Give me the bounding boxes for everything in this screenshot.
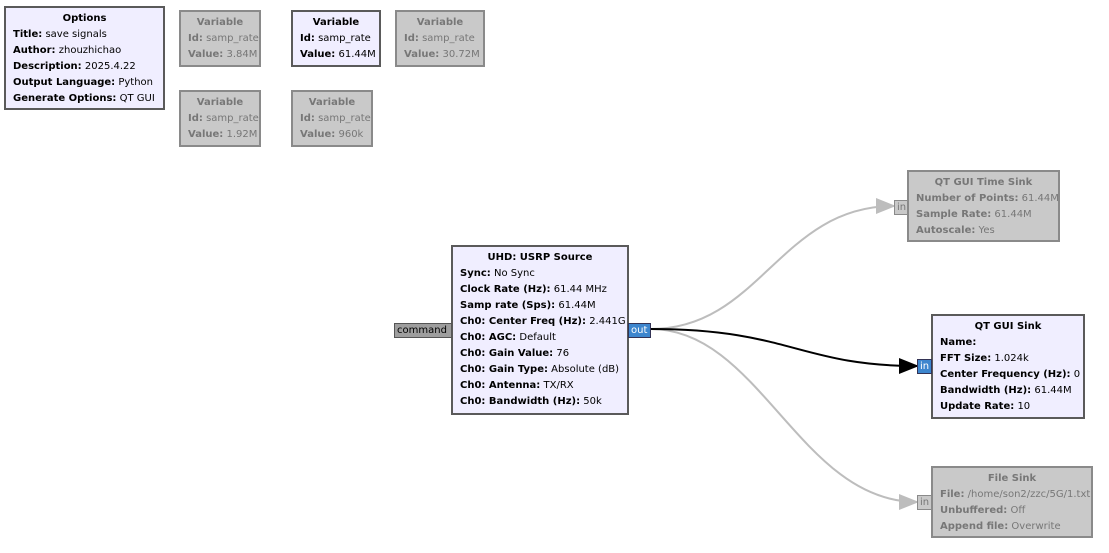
wire-usrp-to-time-sink [650, 198, 896, 330]
option-row-generate: Generate Options: QT GUI [13, 93, 155, 104]
gui-sink-row-bandwidth: Bandwidth (Hz): 61.44M [940, 385, 1072, 396]
gui-sink-row-update-rate: Update Rate: 10 [940, 401, 1031, 412]
variable-id-row: Id: samp_rate [188, 113, 259, 124]
gui-sink-row-fft-size: FFT Size: 1.024k [940, 353, 1029, 364]
usrp-command-port[interactable]: command [394, 323, 452, 338]
gui-sink-in-port[interactable]: in [917, 359, 932, 374]
block-title: Variable [196, 97, 244, 108]
variable-block-61.44M[interactable]: Variable Id: samp_rate Value: 61.44M [291, 10, 381, 67]
usrp-row-samp-rate: Samp rate (Sps): 61.44M [460, 300, 596, 311]
gui-sink-row-name: Name: [940, 337, 977, 348]
variable-value-row: Value: 61.44M [300, 49, 376, 60]
time-sink-row-sample-rate: Sample Rate: 61.44M [916, 209, 1032, 220]
block-title: QT GUI Time Sink [934, 177, 1033, 188]
block-title: Variable [196, 17, 244, 28]
block-title: UHD: USRP Source [487, 252, 593, 263]
usrp-row-sync: Sync: No Sync [460, 268, 535, 279]
file-sink-in-port[interactable]: in [917, 495, 932, 510]
usrp-row-gain-value: Ch0: Gain Value: 76 [460, 348, 570, 359]
variable-block-30.72M[interactable]: Variable Id: samp_rate Value: 30.72M [395, 10, 485, 67]
wire-usrp-to-gui-sink [650, 328, 919, 374]
block-title: Variable [416, 17, 464, 28]
usrp-out-port[interactable]: out [628, 323, 651, 338]
usrp-row-antenna: Ch0: Antenna: TX/RX [460, 380, 574, 391]
block-title: QT GUI Sink [974, 321, 1042, 332]
time-sink-row-points: Number of Points: 61.44M [916, 193, 1059, 204]
usrp-row-agc: Ch0: AGC: Default [460, 332, 556, 343]
file-sink-block[interactable]: File Sink File: /home/son2/zzc/5G/1.txt … [931, 466, 1093, 538]
block-title: Options [62, 13, 107, 24]
block-title: Variable [308, 97, 356, 108]
variable-value-row: Value: 30.72M [404, 49, 480, 60]
usrp-row-clock-rate: Clock Rate (Hz): 61.44 MHz [460, 284, 607, 295]
time-sink-row-autoscale: Autoscale: Yes [916, 225, 995, 236]
option-row-title: Title: save signals [13, 29, 107, 40]
variable-id-row: Id: samp_rate [300, 33, 371, 44]
usrp-source-block[interactable]: UHD: USRP Source Sync: No Sync Clock Rat… [451, 245, 629, 415]
variable-id-row: Id: samp_rate [404, 33, 475, 44]
option-row-description: Description: 2025.4.22 [13, 61, 136, 72]
variable-id-row: Id: samp_rate [188, 33, 259, 44]
variable-value-row: Value: 960k [300, 129, 364, 140]
file-sink-row-file: File: /home/son2/zzc/5G/1.txt [940, 489, 1091, 500]
file-sink-row-append: Append file: Overwrite [940, 521, 1061, 532]
option-row-language: Output Language: Python [13, 77, 154, 88]
options-block[interactable]: Options Title: save signals Author: zhou… [4, 6, 165, 110]
wire-usrp-to-file-sink [650, 328, 919, 510]
gui-sink-row-center-freq: Center Frequency (Hz): 0 [940, 369, 1081, 380]
qt-gui-sink-block[interactable]: QT GUI Sink Name: FFT Size: 1.024k Cente… [931, 314, 1085, 419]
variable-block-960k[interactable]: Variable Id: samp_rate Value: 960k [291, 90, 373, 147]
variable-block-1.92M[interactable]: Variable Id: samp_rate Value: 1.92M [179, 90, 261, 147]
variable-block-3.84M[interactable]: Variable Id: samp_rate Value: 3.84M [179, 10, 261, 67]
usrp-row-center-freq: Ch0: Center Freq (Hz): 2.441G [460, 316, 626, 327]
usrp-row-bandwidth: Ch0: Bandwidth (Hz): 50k [460, 396, 602, 407]
time-sink-in-port[interactable]: in [894, 200, 908, 215]
qt-gui-time-sink-block[interactable]: QT GUI Time Sink Number of Points: 61.44… [907, 170, 1060, 242]
block-title: File Sink [987, 473, 1037, 484]
usrp-row-gain-type: Ch0: Gain Type: Absolute (dB) [460, 364, 620, 375]
file-sink-row-unbuffered: Unbuffered: Off [940, 505, 1026, 516]
variable-id-row: Id: samp_rate [300, 113, 371, 124]
variable-value-row: Value: 3.84M [188, 49, 258, 60]
option-row-author: Author: zhouzhichao [13, 45, 122, 56]
variable-value-row: Value: 1.92M [188, 129, 258, 140]
block-title: Variable [312, 17, 360, 28]
